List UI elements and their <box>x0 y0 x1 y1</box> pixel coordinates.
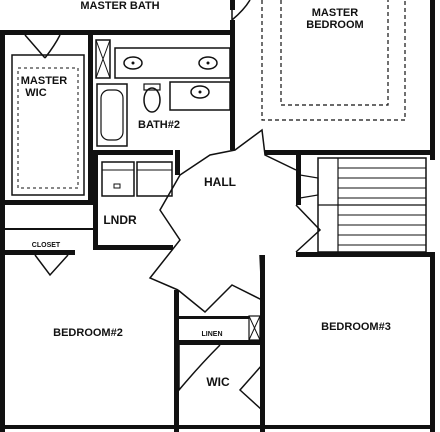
label-bedroom2: BEDROOM#2 <box>53 327 123 339</box>
laundry-appliances <box>101 161 173 197</box>
hall-door-swings <box>148 128 322 314</box>
label-lndr: LNDR <box>103 213 137 227</box>
master-bath-fixtures <box>95 39 231 79</box>
label-master-bedroom-2: BEDROOM <box>306 19 363 31</box>
label-bedroom3: BEDROOM#3 <box>321 321 391 333</box>
staircase <box>299 157 427 253</box>
label-linen: LINEN <box>202 331 223 338</box>
label-hall: HALL <box>204 175 236 189</box>
bath2-fixtures <box>96 81 231 147</box>
label-master-wic-2: WIC <box>25 87 46 99</box>
tray-ceiling <box>261 0 406 121</box>
label-bath2: BATH#2 <box>138 119 180 131</box>
label-master-wic-1: MASTER <box>21 75 68 87</box>
label-closet: CLOSET <box>32 242 61 249</box>
label-master-bath: MASTER BATH <box>80 0 159 12</box>
label-master-bedroom-1: MASTER <box>312 7 359 19</box>
label-wic: WIC <box>206 375 230 389</box>
